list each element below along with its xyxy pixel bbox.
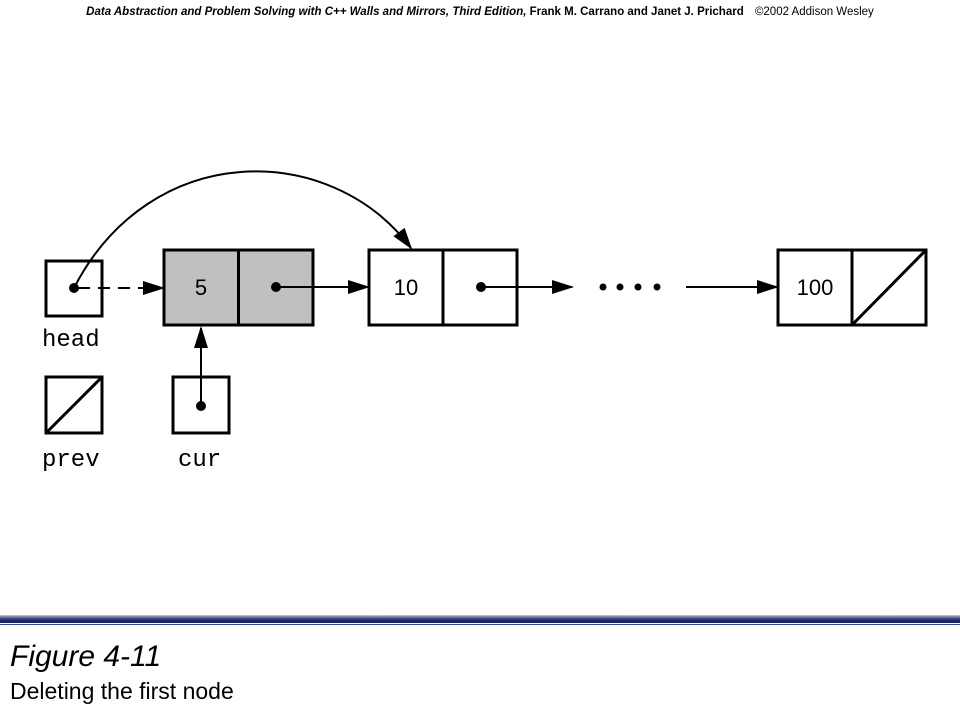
footer-divider-bar xyxy=(0,615,960,623)
node-100 xyxy=(776,248,928,327)
node-10-value: 10 xyxy=(394,275,418,300)
footer-divider-line xyxy=(0,624,960,625)
node-5-value: 5 xyxy=(195,275,207,300)
prev-label: prev xyxy=(42,447,100,474)
book-header: Data Abstraction and Problem Solving wit… xyxy=(0,6,960,18)
node-5 xyxy=(162,248,315,327)
figure-title: Figure 4-11 xyxy=(10,640,162,673)
cur-label: cur xyxy=(178,447,221,474)
null-pointer-slash xyxy=(850,248,928,327)
book-title: Data Abstraction and Problem Solving wit… xyxy=(86,6,527,18)
head-label: head xyxy=(42,327,100,354)
ellipsis-dots xyxy=(599,283,661,291)
prev-pointer xyxy=(44,375,104,435)
head-pointer xyxy=(44,259,104,318)
copyright: ©2002 Addison Wesley xyxy=(754,6,874,18)
head-new-link-arc xyxy=(73,170,413,289)
book-authors: Frank M. Carrano and Janet J. Prichard xyxy=(529,6,744,18)
linked-list-diagram: head 5 10 100 prev xyxy=(42,170,928,474)
node-100-value: 100 xyxy=(797,275,834,300)
figure-caption: Deleting the first node xyxy=(10,678,234,704)
